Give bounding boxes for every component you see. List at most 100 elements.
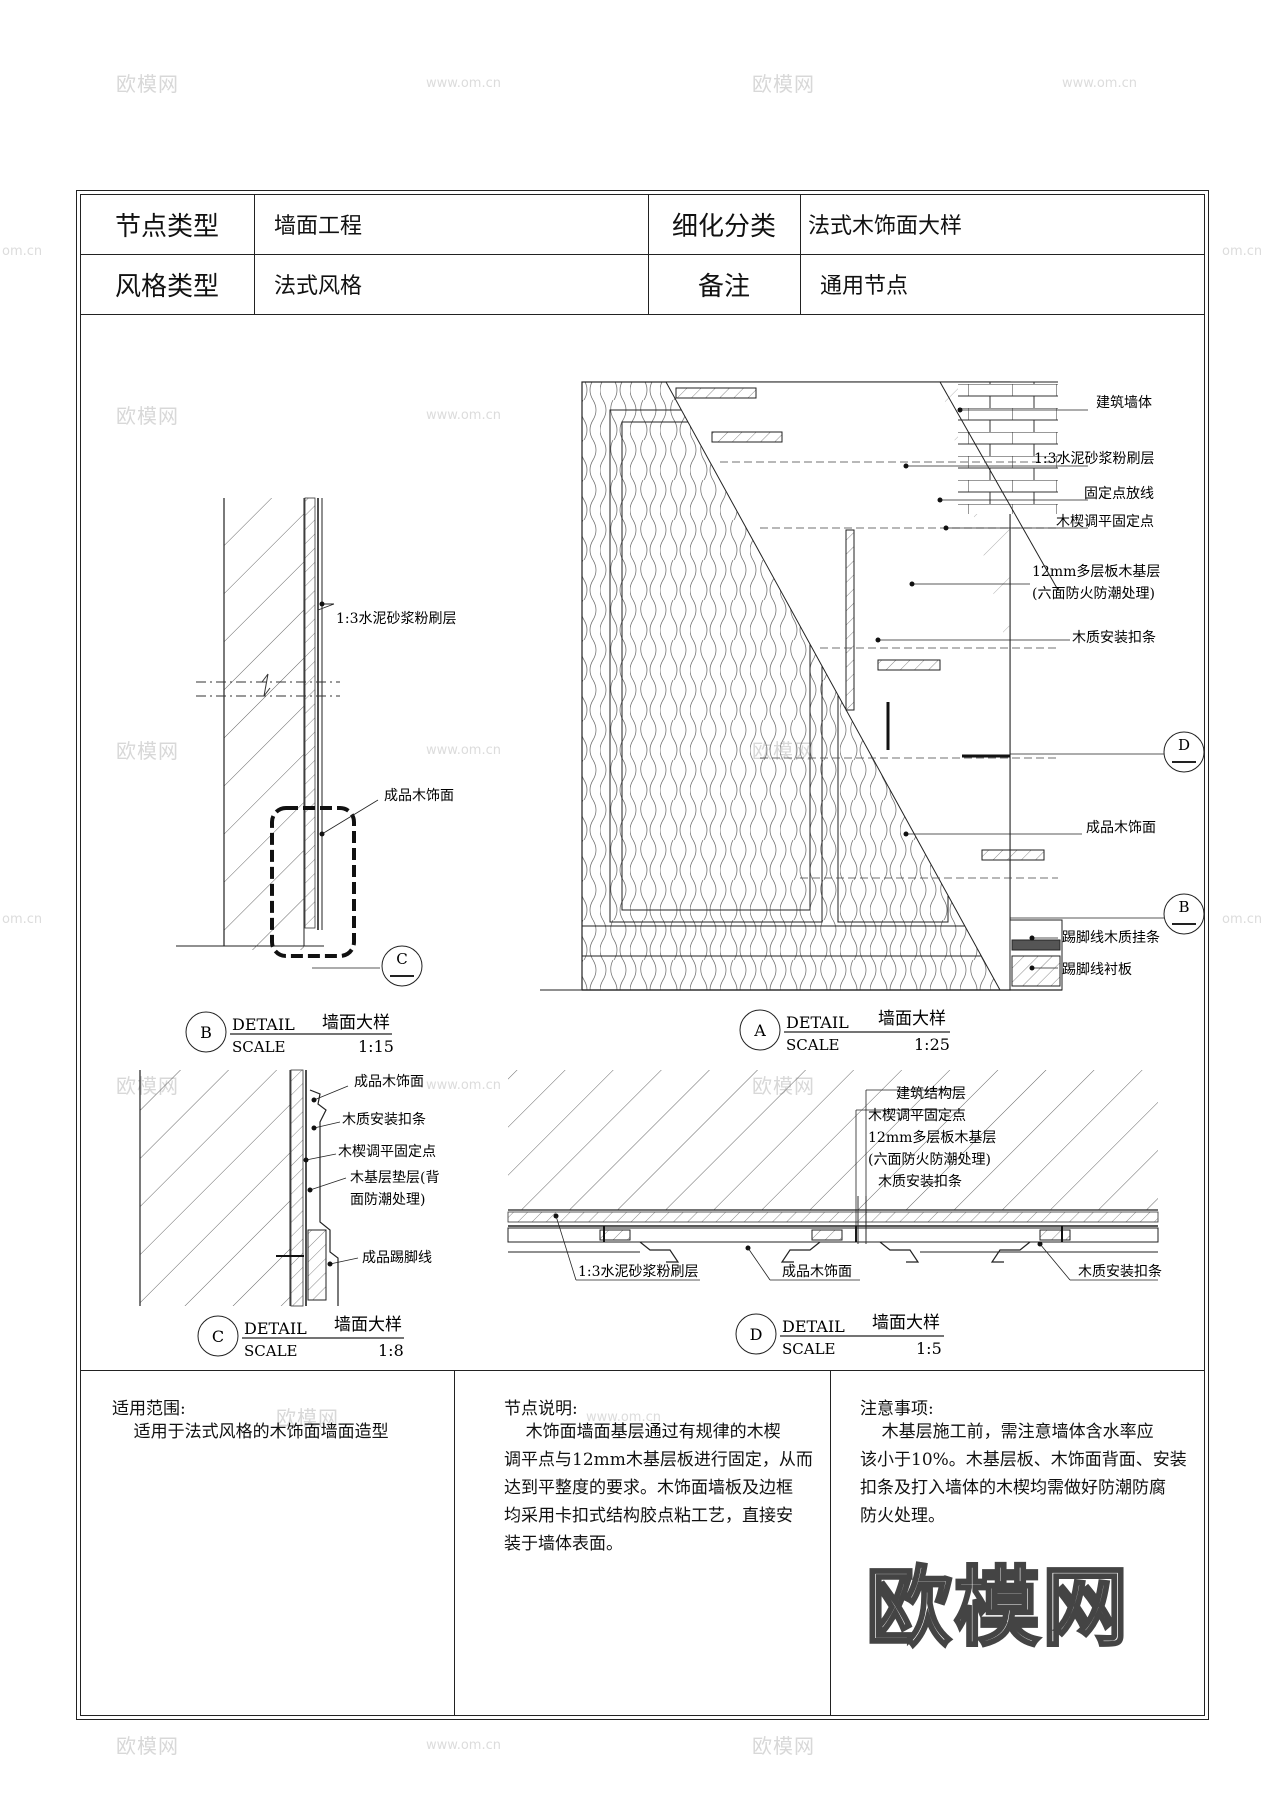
detail-c-id: C: [212, 1327, 224, 1346]
detail-d-title-text: 墙面大样: [872, 1313, 940, 1333]
detail-c-title-text: 墙面大样: [334, 1315, 402, 1335]
scope-title: 适用范围:: [112, 1399, 186, 1419]
label-a-skirting-hanger: 踢脚线木质挂条: [1062, 929, 1160, 946]
callout-c-text: C: [396, 950, 407, 968]
detail-c-scale: 1:8: [378, 1341, 404, 1360]
watermark-site: www.om.cn: [426, 743, 501, 758]
detail-a-scale: 1:25: [914, 1035, 950, 1054]
watermark-site: om.cn: [2, 244, 43, 259]
label-d-clip-2: 木质安装扣条: [1078, 1263, 1162, 1280]
watermark-site: www.om.cn: [426, 408, 501, 423]
watermark-brand: 欧模网: [116, 739, 179, 763]
caution-title: 注意事项:: [860, 1399, 934, 1419]
detail-b-detail-word: DETAIL: [232, 1015, 295, 1034]
detail-c-detail-word: DETAIL: [244, 1319, 307, 1338]
watermark-site: www.om.cn: [426, 1078, 501, 1093]
label-d-clip: 木质安装扣条: [878, 1173, 962, 1190]
label-a-plaster: 1:3水泥砂浆粉刷层: [1034, 451, 1155, 467]
detail-b-id: B: [200, 1023, 212, 1042]
label-c-finish: 成品木饰面: [354, 1074, 424, 1090]
watermark-site: www.om.cn: [1062, 76, 1137, 91]
detail-b-drawing: C 1:3水泥砂浆粉刷层 成品木饰面: [176, 497, 457, 987]
label-a-skirting-board: 踢脚线衬板: [1062, 962, 1132, 978]
callout-b-text: B: [1178, 898, 1189, 916]
label-c-clip: 木质安装扣条: [342, 1111, 426, 1128]
detail-d-detail-word: DETAIL: [782, 1317, 845, 1336]
watermark-site: om.cn: [2, 912, 43, 927]
sheet-inner-frame: [80, 194, 1205, 1716]
label-b-plaster: 1:3水泥砂浆粉刷层: [336, 611, 457, 627]
label-d-shim: 木楔调平固定点: [868, 1108, 966, 1124]
label-d-plaster: 1:3水泥砂浆粉刷层: [578, 1264, 699, 1280]
detail-a-scale-word: SCALE: [786, 1036, 840, 1054]
label-d-board: 12mm多层板木基层: [868, 1129, 996, 1146]
detail-c-scale-word: SCALE: [244, 1342, 298, 1360]
remark-value: 通用节点: [820, 274, 909, 299]
label-a-clip: 木质安装扣条: [1072, 629, 1156, 646]
label-d-structure: 建筑结构层: [896, 1086, 966, 1102]
detail-d-scale: 1:5: [916, 1339, 942, 1358]
detail-b-title: B DETAIL SCALE 墙面大样 1:15: [185, 1011, 394, 1056]
detail-a-bubble: [739, 1009, 781, 1051]
detail-d-scale-word: SCALE: [782, 1340, 836, 1358]
header-bottom-line: [80, 314, 1205, 315]
label-c-backing-note: 面防潮处理): [350, 1192, 425, 1208]
sheet-outer-frame: [76, 190, 1209, 1720]
detail-d-drawing: 建筑结构层 木楔调平固定点 12mm多层板木基层 (六面防火防潮处理) 木质安装…: [507, 1070, 1162, 1281]
header-col-divider: [254, 194, 255, 314]
label-a-board: 12mm多层板木基层: [1032, 563, 1160, 580]
detail-a-title: A DETAIL SCALE 墙面大样 1:25: [739, 1009, 950, 1054]
label-c-shim: 木楔调平固定点: [338, 1144, 436, 1160]
label-a-board-note: (六面防火防潮处理): [1032, 586, 1155, 602]
detail-d-bubble: [735, 1313, 777, 1355]
caution-body: 木基层施工前，需注意墙体含水率应 该小于10%。木基层板、木饰面背面、安装 扣条…: [860, 1422, 1187, 1526]
scope-body: 适用于法式风格的木饰面墙面造型: [112, 1422, 389, 1442]
detail-c-drawing: 成品木饰面 木质安装扣条 木楔调平固定点 木基层垫层(背 面防潮处理) 成品踢脚…: [139, 1069, 439, 1307]
label-c-backing: 木基层垫层(背: [350, 1169, 439, 1186]
detail-b-scale: 1:15: [358, 1037, 394, 1056]
notes-col-divider: [454, 1370, 455, 1716]
detail-d-title: D DETAIL SCALE 墙面大样 1:5: [735, 1313, 944, 1358]
detail-a-title-text: 墙面大样: [878, 1009, 946, 1029]
header-row-divider: [80, 254, 1205, 255]
detail-d-id: D: [750, 1325, 763, 1344]
watermark-brand: 欧模网: [276, 1406, 339, 1430]
detail-c-bubble: [197, 1315, 239, 1357]
node-note-title: 节点说明:: [504, 1399, 578, 1419]
watermark-brand: 欧模网: [116, 1734, 179, 1758]
watermark-brand: 欧模网: [116, 404, 179, 428]
node-note-body: 木饰面墙面基层通过有规律的木楔 调平点与12mm木基层板进行固定，从而 达到平整…: [504, 1422, 813, 1554]
watermark-site: www.om.cn: [586, 1410, 661, 1425]
detail-c-reference-box: [270, 806, 356, 958]
style-value: 法式风格: [274, 274, 363, 299]
detail-b-scale-word: SCALE: [232, 1038, 286, 1056]
remark-label: 备注: [697, 271, 750, 302]
detail-a-drawing: D B 建筑墙体 1:3水泥砂浆粉刷层 固定点放线 木楔调平固定点 12mm多层…: [540, 381, 1205, 991]
watermark-site: www.om.cn: [426, 76, 501, 91]
detail-c-title: C DETAIL SCALE 墙面大样 1:8: [197, 1315, 404, 1360]
label-d-board-note: (六面防火防潮处理): [868, 1152, 991, 1168]
label-b-finish: 成品木饰面: [384, 788, 454, 804]
node-type-label: 节点类型: [114, 211, 219, 242]
subcategory-label: 细化分类: [671, 211, 776, 242]
node-type-value: 墙面工程: [274, 214, 363, 239]
brand-logo: 欧模网: [865, 1558, 1130, 1658]
detail-b-bubble: [185, 1011, 227, 1053]
detail-a-id: A: [753, 1021, 766, 1040]
callout-d-text: D: [1178, 736, 1190, 754]
notes-top-line: [80, 1370, 1205, 1371]
style-label: 风格类型: [114, 271, 219, 302]
subcategory-value: 法式木饰面大样: [808, 214, 963, 239]
watermark-brand: 欧模网: [752, 72, 815, 96]
label-a-finish: 成品木饰面: [1086, 820, 1156, 836]
label-c-skirting: 成品踢脚线: [362, 1250, 432, 1266]
detail-b-title-text: 墙面大样: [322, 1013, 390, 1033]
header-col-divider: [800, 194, 801, 314]
watermark-brand: 欧模网: [752, 1734, 815, 1758]
label-a-wall: 建筑墙体: [1096, 395, 1152, 411]
watermark-site: om.cn: [1222, 912, 1263, 927]
watermark-site: om.cn: [1222, 244, 1263, 259]
label-a-layout: 固定点放线: [1084, 486, 1154, 502]
wall-hatch: [224, 498, 304, 950]
